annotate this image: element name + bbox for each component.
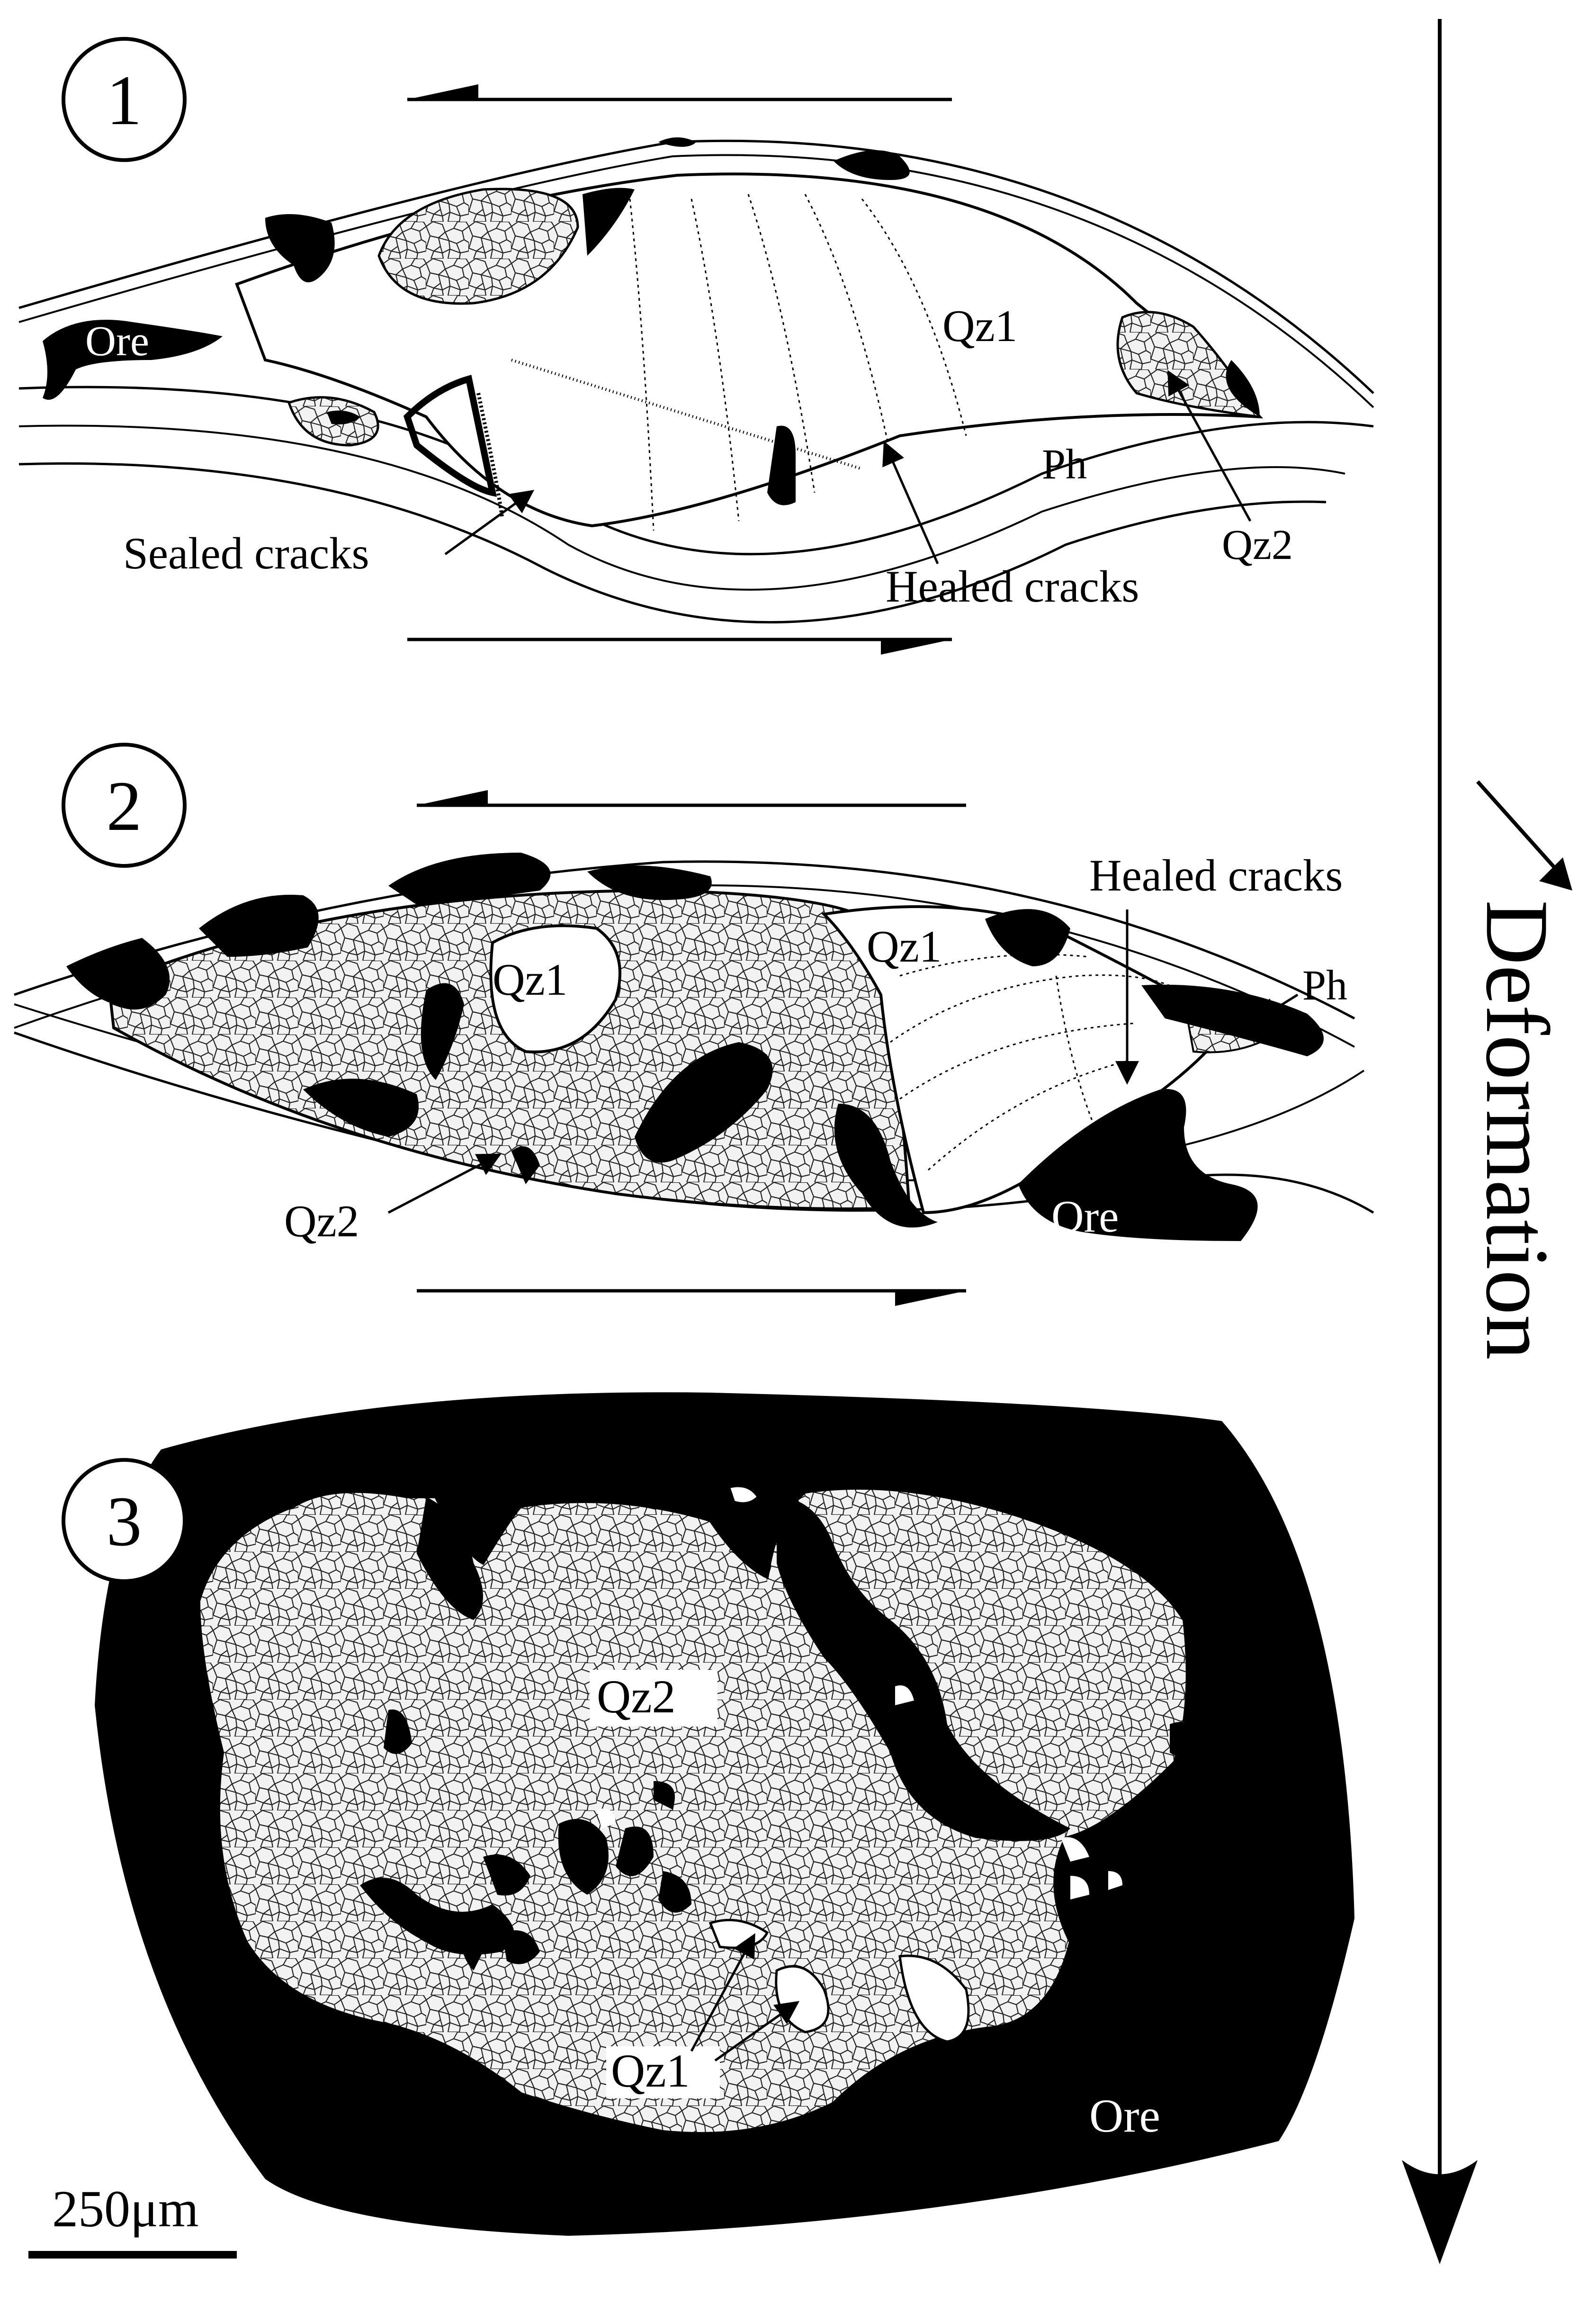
panel-3: 3 Qz2 Qz1 Ore (62, 1392, 1354, 2236)
panel-1-number-circle (62, 37, 187, 162)
panel-2-label-qz1-right: Qz1 (867, 921, 941, 972)
panel-1: 1 Ore (18, 37, 1374, 655)
panel-3-number: 3 (107, 1482, 142, 1561)
panel-1-label-ph: Ph (1042, 441, 1087, 488)
panel-1-label-healed-cracks: Healed cracks (886, 561, 1139, 612)
panel-2-number-circle (62, 743, 187, 868)
panel-2-label-ph: Ph (1302, 962, 1347, 1009)
panel-3-label-qz1: Qz1 (611, 2044, 690, 2097)
deformation-label: Deformation (1467, 900, 1567, 1360)
panel-2-label-qz1-center: Qz1 (493, 954, 567, 1005)
panel-2-label-healed-cracks: Healed cracks (1089, 850, 1343, 900)
scale-bar: 250μm (28, 2180, 237, 2259)
panel-1-label-qz2: Qz2 (1222, 522, 1293, 568)
panel-2-label-qz2: Qz2 (284, 1196, 359, 1246)
panel-2-label-ore: Ore (1051, 1191, 1119, 1242)
panel-2-number: 2 (107, 767, 142, 846)
panel-1-number: 1 (107, 61, 142, 140)
panel-1-label-sealed-cracks: Sealed cracks (123, 528, 369, 578)
deformation-arrow: Deformation (1402, 19, 1572, 2264)
panel-3-label-qz2: Qz2 (597, 1670, 676, 1723)
panel-3-number-circle (62, 1458, 187, 1583)
panel-2: 2 Healed cracks (14, 743, 1374, 1306)
panel-3-label-ore: Ore (1089, 2089, 1160, 2142)
panel-1-label-ore: Ore (85, 318, 149, 365)
scale-bar-label: 250μm (52, 2180, 199, 2238)
panel-1-label-qz1: Qz1 (942, 301, 1017, 351)
